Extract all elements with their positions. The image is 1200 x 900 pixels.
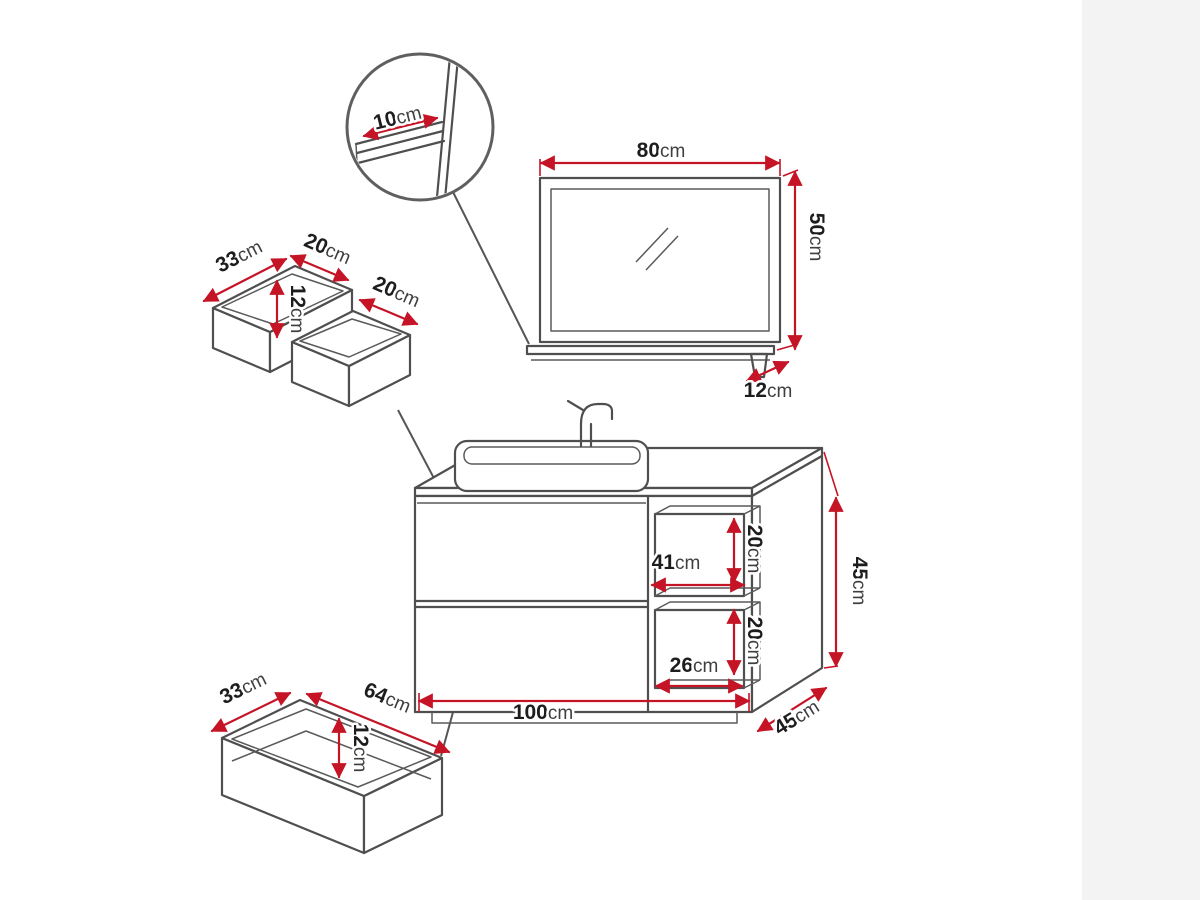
page-margin-band	[1082, 0, 1200, 900]
dim-label-mirror-height: 50cm	[805, 213, 828, 262]
cabinet-dimensions: 41cm 20cm 20cm 26cm 45cm 100cm 45cm	[417, 451, 874, 743]
dim-label-cabinet-height: 45cm	[848, 557, 871, 606]
leader-detail-to-shelf	[452, 191, 530, 345]
dim-value: 12	[286, 285, 309, 308]
dim-unit: cm	[660, 141, 685, 162]
dim-label-niche-lower-width: 26cm	[670, 654, 719, 677]
dim-label-drawer-depth: 33cm	[216, 667, 270, 709]
cabinet-side	[750, 454, 824, 714]
dim-line-cabinet-depth	[756, 686, 828, 733]
dim-value: 12	[349, 724, 372, 747]
dim-unit: cm	[805, 236, 826, 261]
dim-label-niche-width: 41cm	[652, 551, 701, 574]
dim-unit: cm	[693, 656, 718, 677]
dim-value: 20	[743, 617, 766, 640]
dim-label-niche-upper-height: 20cm	[743, 525, 766, 574]
dim-unit: cm	[743, 640, 764, 665]
dim-value: 41	[652, 551, 676, 574]
dim-label-organizer-depth: 33cm	[212, 235, 266, 278]
dim-value: 50	[805, 213, 828, 236]
mirror-shelf	[525, 344, 776, 379]
mirror-frame	[538, 176, 782, 344]
faucet-lever	[566, 399, 585, 412]
dim-line-detail-shelf	[362, 113, 439, 141]
dim-label-drawer-height: 12cm	[349, 724, 372, 773]
faucet	[566, 399, 614, 448]
faucet-spout	[579, 402, 614, 448]
dim-label-organizer-height: 12cm	[286, 285, 309, 334]
dim-line-drawer-width	[305, 692, 451, 754]
dim-unit: cm	[743, 548, 764, 573]
mirror-drawing: 80cm 50cm 12cm	[525, 137, 831, 405]
dim-label-cabinet-width: 100cm	[513, 701, 573, 724]
dim-label-cabinet-depth: 45cm	[770, 695, 823, 740]
dim-unit: cm	[286, 308, 307, 333]
sink-rim	[463, 446, 641, 465]
dim-value: 26	[670, 654, 693, 677]
dim-value: 12	[744, 379, 767, 402]
mirror-reflection-marks	[635, 227, 679, 271]
drawer-divider	[413, 599, 650, 609]
organizer-tray-front	[290, 309, 412, 408]
organizer-drawing: 33cm 20cm 12cm 20cm	[202, 226, 425, 408]
plinth	[431, 712, 738, 724]
dim-value: 20	[743, 525, 766, 548]
dim-value: 100	[513, 701, 548, 724]
dim-line-organizer-depth	[202, 257, 288, 303]
dim-unit: cm	[848, 580, 869, 605]
dim-label-organizer-front-width: 20cm	[370, 272, 424, 312]
dim-line-drawer-depth	[210, 691, 292, 733]
mirror-glass	[550, 188, 770, 332]
drawer-drawing: 33cm 64cm 12cm	[210, 666, 451, 855]
dim-label-mirror-shelf-depth: 12cm	[744, 379, 793, 402]
detail-view: 10cm	[345, 52, 495, 202]
mirror-dimensions: 80cm 50cm 12cm	[539, 137, 831, 405]
dim-line-organizer-front-width	[358, 298, 419, 326]
dim-label-drawer-width: 64cm	[361, 678, 415, 718]
dim-value: 80	[637, 139, 660, 162]
dim-unit: cm	[548, 703, 573, 724]
dim-unit: cm	[349, 747, 370, 772]
dim-value: 45	[848, 557, 871, 581]
cabinet-drawing: 41cm 20cm 20cm 26cm 45cm 100cm 45cm	[413, 399, 874, 743]
dim-label-mirror-width: 80cm	[637, 139, 686, 162]
dim-line-mirror-shelf-depth	[745, 360, 790, 383]
niche-opening-upper	[653, 505, 761, 598]
dim-unit: cm	[675, 553, 700, 574]
dim-unit: cm	[767, 381, 792, 402]
dim-label-niche-lower-height: 20cm	[743, 617, 766, 666]
sink-basin	[453, 439, 650, 493]
dim-line-organizer-back-width	[289, 254, 350, 282]
